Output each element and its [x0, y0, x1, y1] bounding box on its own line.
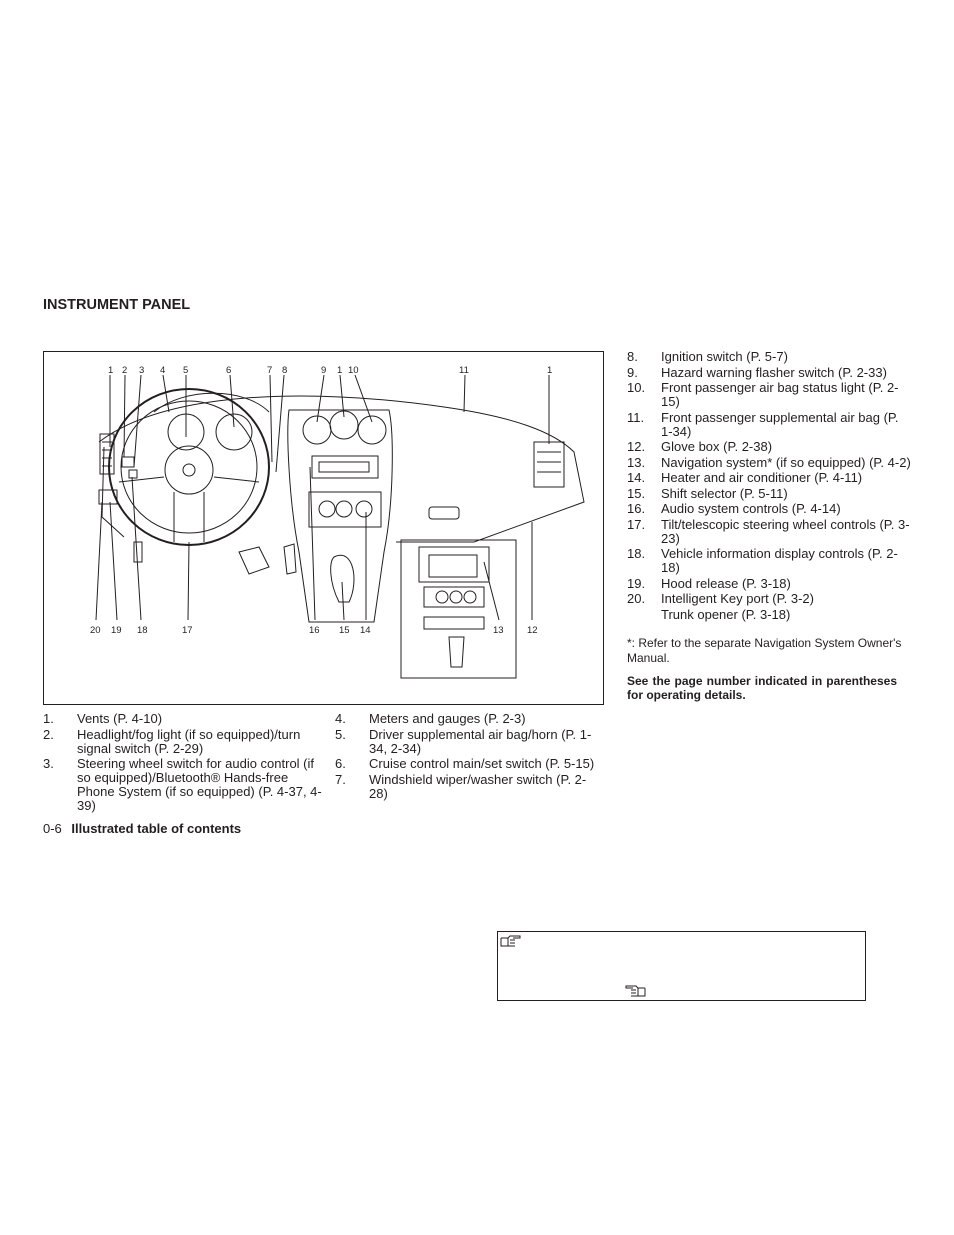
- callout-bottom: 14: [360, 625, 371, 636]
- callout-top: 5: [183, 365, 188, 376]
- list-item: 20.Intelligent Key port (P. 3-2): [627, 591, 814, 606]
- list-item: 12.Glove box (P. 2-38): [627, 439, 773, 454]
- callout-top: 10: [348, 365, 359, 376]
- list-item: 16.Audio system controls (P. 4-14): [627, 501, 841, 516]
- list-item: 11.Front passenger supplemental air bag …: [627, 409, 899, 439]
- list-item: 9.Hazard warning flasher switch (P. 2-33…: [627, 364, 887, 380]
- callout-bottom: 20: [90, 625, 101, 636]
- callout-bottom: 17: [182, 625, 193, 636]
- callout-bottom: 15: [339, 625, 350, 636]
- list-item: 17.Tilt/telescopic steering wheel contro…: [627, 516, 910, 546]
- page-number: 0-6: [43, 821, 62, 836]
- callout-top: 4: [160, 365, 165, 376]
- callout-top: 7: [267, 365, 272, 376]
- callout-top: 6: [226, 365, 231, 376]
- callout-bottom: 16: [309, 625, 320, 636]
- see-page-note: See the page number indicated in parenth…: [627, 674, 897, 702]
- callout-top: 1: [547, 365, 552, 376]
- component-list-middle: 4.Meters and gauges (P. 2-3) 5.Driver su…: [335, 712, 595, 802]
- callout-top: 1: [337, 365, 342, 376]
- list-item: 18.Vehicle information display controls …: [627, 546, 898, 575]
- list-item: 2.Headlight/fog light (if so equipped)/t…: [43, 726, 301, 756]
- list-item: 19.Hood release (P. 3-18): [627, 575, 791, 591]
- list-item: 8.Ignition switch (P. 5-7): [627, 349, 788, 364]
- list-item: 3.Steering wheel switch for audio contro…: [43, 756, 322, 813]
- pointing-hand-right-icon: [500, 935, 521, 947]
- pointing-hand-left-icon: [625, 985, 646, 997]
- page-footer: 0-6 Illustrated table of contents: [43, 821, 241, 836]
- callout-bottom: 18: [137, 625, 148, 636]
- instrument-panel-illustration: 1 2 3 4 5 6 7 8 9 1 10 11 1 20 19 18 17 …: [43, 351, 604, 705]
- callout-bottom: 19: [111, 625, 122, 636]
- list-item: 10.Front passenger air bag status light …: [627, 380, 899, 409]
- section-title: INSTRUMENT PANEL: [43, 297, 191, 313]
- list-item: 4.Meters and gauges (P. 2-3): [335, 711, 526, 726]
- footer-title: Illustrated table of contents: [71, 821, 242, 836]
- callout-top: 2: [122, 365, 127, 376]
- callout-bottom: 12: [527, 625, 538, 636]
- list-item: 7.Windshield wiper/washer switch (P. 2-2…: [335, 771, 587, 801]
- list-item: 14.Heater and air conditioner (P. 4-11): [627, 470, 863, 485]
- list-item: 1.Vents (P. 4-10): [43, 711, 163, 726]
- component-list-left: 1.Vents (P. 4-10) 2.Headlight/fog light …: [43, 712, 323, 815]
- component-list-right: 8.Ignition switch (P. 5-7) 9.Hazard warn…: [627, 350, 912, 622]
- list-item: 6.Cruise control main/set switch (P. 5-1…: [335, 756, 595, 771]
- navigation-footnote: *: Refer to the separate Navigation Syst…: [627, 636, 902, 665]
- callout-top: 8: [282, 365, 287, 376]
- callout-top: 11: [459, 365, 469, 376]
- callout-bottom: 13: [493, 625, 504, 636]
- list-item: 5.Driver supplemental air bag/horn (P. 1…: [335, 726, 592, 756]
- instrument-panel-drawing: 1 2 3 4 5 6 7 8 9 1 10 11 1 20 19 18 17 …: [90, 365, 585, 679]
- list-item-extra: Trunk opener (P. 3-18): [661, 606, 791, 622]
- list-item: 13.Navigation system* (if so equipped) (…: [627, 454, 911, 470]
- callout-top: 9: [321, 365, 326, 376]
- cross-reference-box: [497, 931, 866, 1001]
- callout-top: 3: [139, 365, 144, 376]
- callout-top: 1: [108, 365, 113, 376]
- list-item: 15.Shift selector (P. 5-11): [627, 485, 788, 501]
